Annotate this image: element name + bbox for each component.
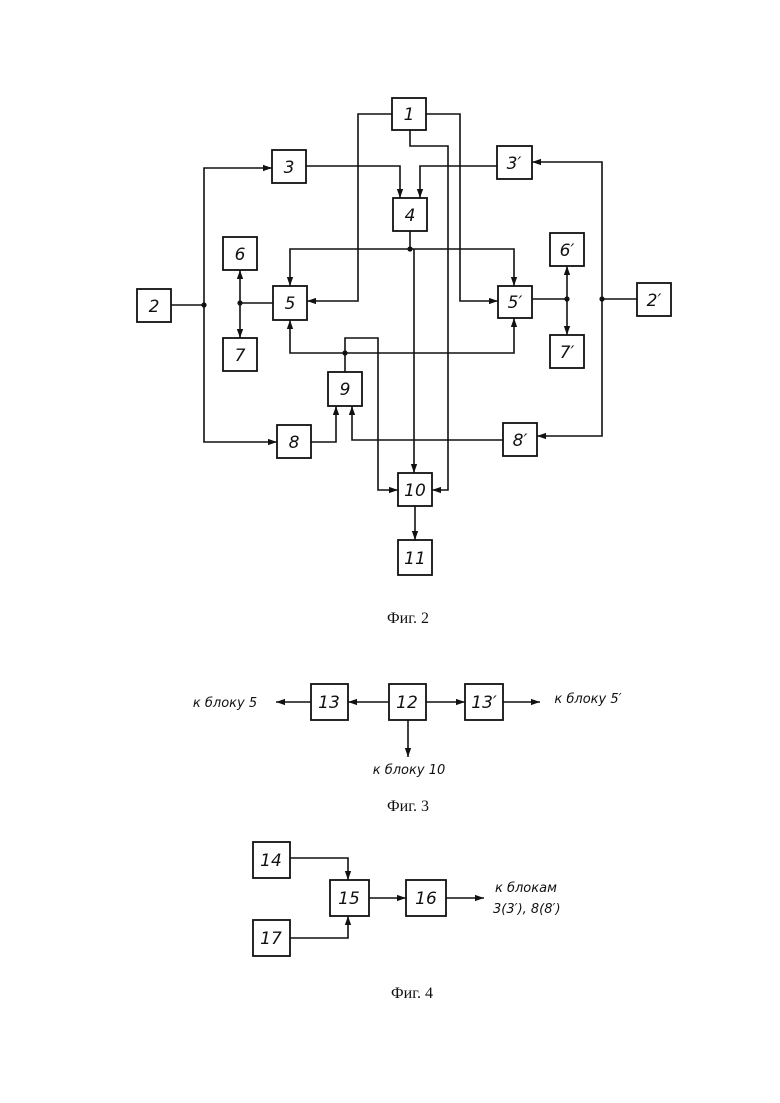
wire-4-to-5 (290, 249, 410, 286)
figure-caption: Фиг. 3 (387, 798, 429, 815)
block-6: 6 (223, 237, 257, 270)
wire-1-to-5 (307, 114, 392, 301)
block-2-prime: 2′ (637, 283, 671, 316)
block-label: 15 (338, 889, 360, 909)
block-14: 14 (253, 842, 290, 878)
block-16: 16 (406, 880, 446, 916)
junction-dot (407, 246, 412, 251)
block-6-prime: 6′ (550, 233, 584, 266)
block-label: 7 (235, 346, 246, 366)
label-to-block-5-prime: к блоку 5′ (554, 692, 621, 707)
wire-8p-to-9 (352, 406, 503, 440)
block-15: 15 (330, 880, 369, 916)
block-13: 13 (311, 684, 348, 720)
fig3: 12 13 13′ к блоку 5 к блоку 5′ к блоку 1… (193, 684, 622, 778)
block-label: 13 (318, 693, 340, 713)
block-17: 17 (253, 920, 290, 956)
wire-4-to-5p (410, 249, 514, 286)
junction-dot (237, 300, 242, 305)
figure-caption: Фиг. 2 (387, 610, 429, 627)
block-label: 3′ (507, 154, 522, 174)
wire-9-to-10 (345, 338, 398, 490)
block-label: 10 (404, 481, 426, 501)
fig2-blocks: 1 2 2′ 3 3′ 4 5 5′ 6 6′ 7 7′ 8 8′ 9 10 1… (137, 98, 671, 575)
wire-1-to-10 (410, 130, 448, 490)
wire-9-to-5 (290, 320, 345, 353)
block-label: 1 (404, 105, 415, 125)
block-7-prime: 7′ (550, 335, 584, 368)
block-label: 8′ (513, 431, 528, 451)
block-label: 8 (289, 433, 300, 453)
block-label: 7′ (560, 343, 575, 363)
block-label: 2′ (647, 291, 662, 311)
block-label: 17 (260, 929, 282, 949)
wire-3-to-4 (306, 166, 400, 198)
block-label: 4 (405, 206, 416, 226)
block-8-prime: 8′ (503, 423, 537, 456)
block-1: 1 (392, 98, 426, 130)
block-10: 10 (398, 473, 432, 506)
block-label: 6 (235, 245, 246, 265)
junction-dot (342, 350, 347, 355)
block-2: 2 (137, 289, 171, 322)
wire-17-to-15 (290, 916, 348, 938)
junction-dot (564, 296, 569, 301)
block-5-prime: 5′ (498, 286, 532, 318)
label-to-block-5: к блоку 5 (193, 696, 257, 711)
figure-caption: Фиг. 4 (391, 985, 433, 1002)
block-label: 12 (396, 693, 418, 713)
block-4: 4 (393, 198, 427, 231)
block-3-prime: 3′ (497, 146, 532, 179)
block-label: 9 (340, 380, 351, 400)
block-label: 11 (404, 549, 426, 569)
block-label: 16 (415, 889, 437, 909)
block-12: 12 (389, 684, 426, 720)
block-label: 5′ (508, 293, 523, 313)
label-to-block-10: к блоку 10 (373, 763, 445, 778)
junction-dot (599, 296, 604, 301)
block-13-prime: 13′ (465, 684, 503, 720)
wire-9-to-5p (345, 318, 514, 353)
block-label: 6′ (560, 241, 575, 261)
block-label: 14 (260, 851, 282, 871)
label-to-blocks-line-2: 3(3′), 8(8′) (493, 902, 561, 917)
block-5: 5 (273, 286, 307, 320)
wire-14-to-15 (290, 858, 348, 880)
label-to-blocks-line-1: к блокам (495, 881, 557, 896)
block-label: 5 (285, 294, 296, 314)
block-label: 2 (149, 297, 160, 317)
block-11: 11 (398, 540, 432, 575)
block-3: 3 (272, 150, 306, 183)
fig4: 14 15 16 17 к блокам 3(3′), 8(8′) (253, 842, 561, 956)
wire-8-to-9 (311, 406, 336, 442)
junction-dot (201, 302, 206, 307)
block-label: 13′ (471, 693, 497, 713)
block-label: 3 (284, 158, 295, 178)
block-8: 8 (277, 425, 311, 458)
wire-1-to-5p (426, 114, 498, 301)
wire-3p-to-4 (420, 166, 497, 198)
block-7: 7 (223, 338, 257, 371)
block-9: 9 (328, 372, 362, 406)
